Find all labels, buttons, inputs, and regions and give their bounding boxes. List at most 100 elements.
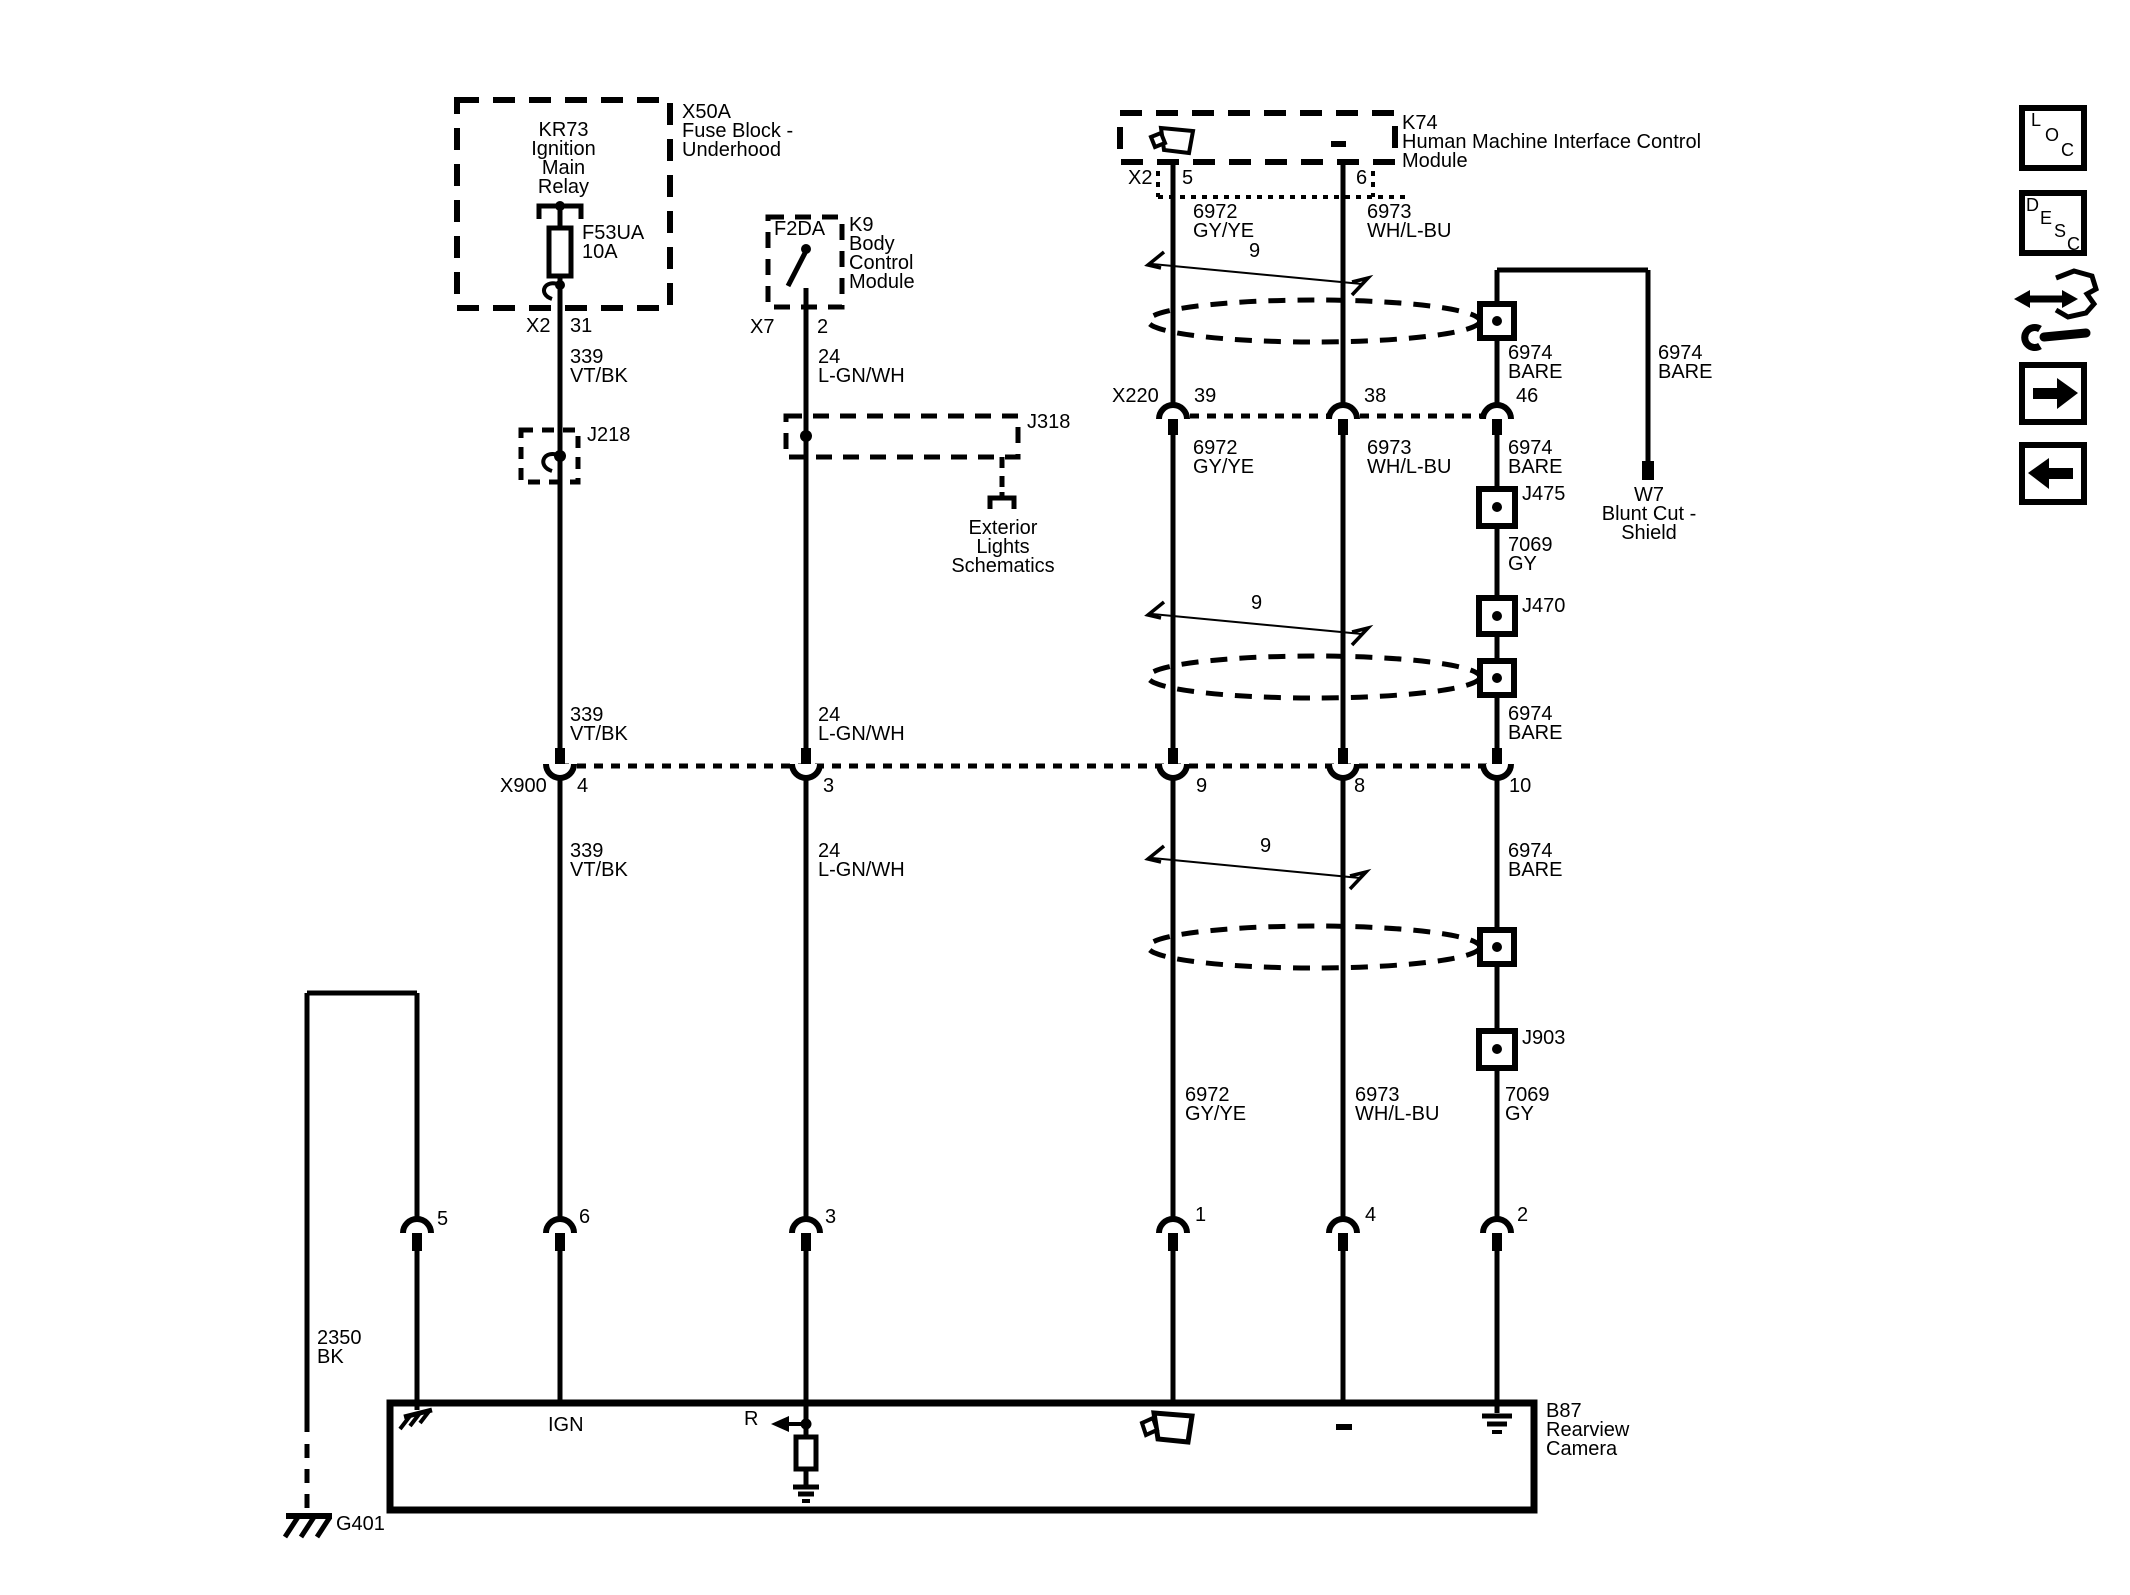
x220-pin38-label: 38: [1364, 385, 1387, 407]
twisted-pair-callout-2: 9: [1251, 592, 1263, 614]
desc-letter-s: S: [2054, 221, 2067, 241]
hmi-module-box: [1117, 110, 1398, 165]
circuit-wires: [304, 162, 1651, 1432]
x900-pin8-label: 8: [1354, 775, 1366, 797]
fuse-block-box: [454, 97, 673, 311]
j903-label: J903: [1522, 1027, 1566, 1049]
camera-box: [386, 1399, 1538, 1514]
fuse-icon: [546, 225, 574, 279]
g401-ground-icon: [282, 1513, 333, 1539]
camera-r-label: R: [744, 1408, 759, 1430]
camera-ign-label: IGN: [548, 1414, 584, 1436]
bcm-driver-switch-icon: [785, 244, 811, 288]
twisted-pair-callout-1: 9: [1249, 240, 1261, 262]
x900-pin3-label: 3: [823, 775, 835, 797]
bcm-fuse-box: [765, 214, 845, 310]
x900-pin9-label: 9: [1196, 775, 1208, 797]
x900-pin4-label: 4: [577, 775, 589, 797]
x900-pin10-label: 10: [1509, 775, 1532, 797]
junction-dots: [1492, 316, 1502, 1054]
relay-contact-icon: [536, 201, 584, 219]
connector-repair-icon[interactable]: [2014, 268, 2099, 351]
camera-pin5-label: 5: [437, 1208, 449, 1230]
camera-pin2-label: 2: [1517, 1204, 1529, 1226]
j475-label: J475: [1522, 483, 1566, 505]
hmi-pin5-label: 5: [1182, 167, 1194, 189]
loc-letter-c: C: [2061, 140, 2074, 160]
j318-box: [783, 413, 1021, 460]
connector-terminal-icons: [400, 402, 1514, 1234]
sidebar-icons: [2014, 105, 2099, 505]
relay-conn-label: X2: [526, 315, 551, 337]
relay-terminal-hook-icon: [542, 280, 565, 301]
camera-chassis-ground-icon: [398, 1403, 433, 1431]
offpage-reference-icon: [987, 492, 1017, 509]
j218-splice-icon: [541, 450, 566, 473]
bcm-pin-label: 2: [817, 316, 829, 338]
hmi-minus-icon: [1331, 141, 1346, 147]
previous-page-button[interactable]: [2019, 442, 2087, 505]
twisted-pair-callout-3: 9: [1260, 835, 1272, 857]
twisted-pair-callout-icons: [1144, 250, 1374, 891]
next-page-button[interactable]: [2019, 362, 2087, 425]
x220-label: X220: [1112, 385, 1159, 407]
camera-reverse-input-icon: [771, 1403, 819, 1503]
relay-pin-label: 31: [570, 315, 593, 337]
g401-label: G401: [336, 1513, 385, 1535]
camera-minus-icon: [1336, 1424, 1352, 1430]
camera-pin1-label: 1: [1195, 1204, 1207, 1226]
loc-letter-o: O: [2045, 125, 2060, 145]
hmi-camera-icon: [1148, 125, 1196, 156]
camera-pin6-label: 6: [579, 1206, 591, 1228]
camera-signal-ground-icon: [1482, 1403, 1512, 1434]
x220-pin39-label: 39: [1194, 385, 1217, 407]
j218-box: [518, 427, 581, 485]
desc-letter-d: D: [2026, 195, 2039, 215]
x220-pin46-label: 46: [1516, 385, 1539, 407]
x900-label: X900: [500, 775, 547, 797]
connector-pin-stubs: [412, 419, 1502, 1251]
desc-letter-e: E: [2040, 208, 2053, 228]
hmi-pin6-label: 6: [1356, 167, 1368, 189]
hmi-conn-label: X2: [1128, 167, 1153, 189]
j470-label: J470: [1522, 595, 1566, 617]
loc-button[interactable]: [2019, 105, 2087, 171]
loc-letter-l: L: [2031, 110, 2042, 130]
bcm-conn-label: X7: [750, 316, 775, 338]
j318-label: J318: [1027, 411, 1071, 433]
desc-button[interactable]: [2019, 190, 2087, 256]
camera-pin4-label: 4: [1365, 1204, 1377, 1226]
camera-pin3-label: 3: [825, 1206, 837, 1228]
hmi-connector-bracket: [1156, 171, 1405, 199]
desc-letter-c: C: [2067, 234, 2080, 254]
